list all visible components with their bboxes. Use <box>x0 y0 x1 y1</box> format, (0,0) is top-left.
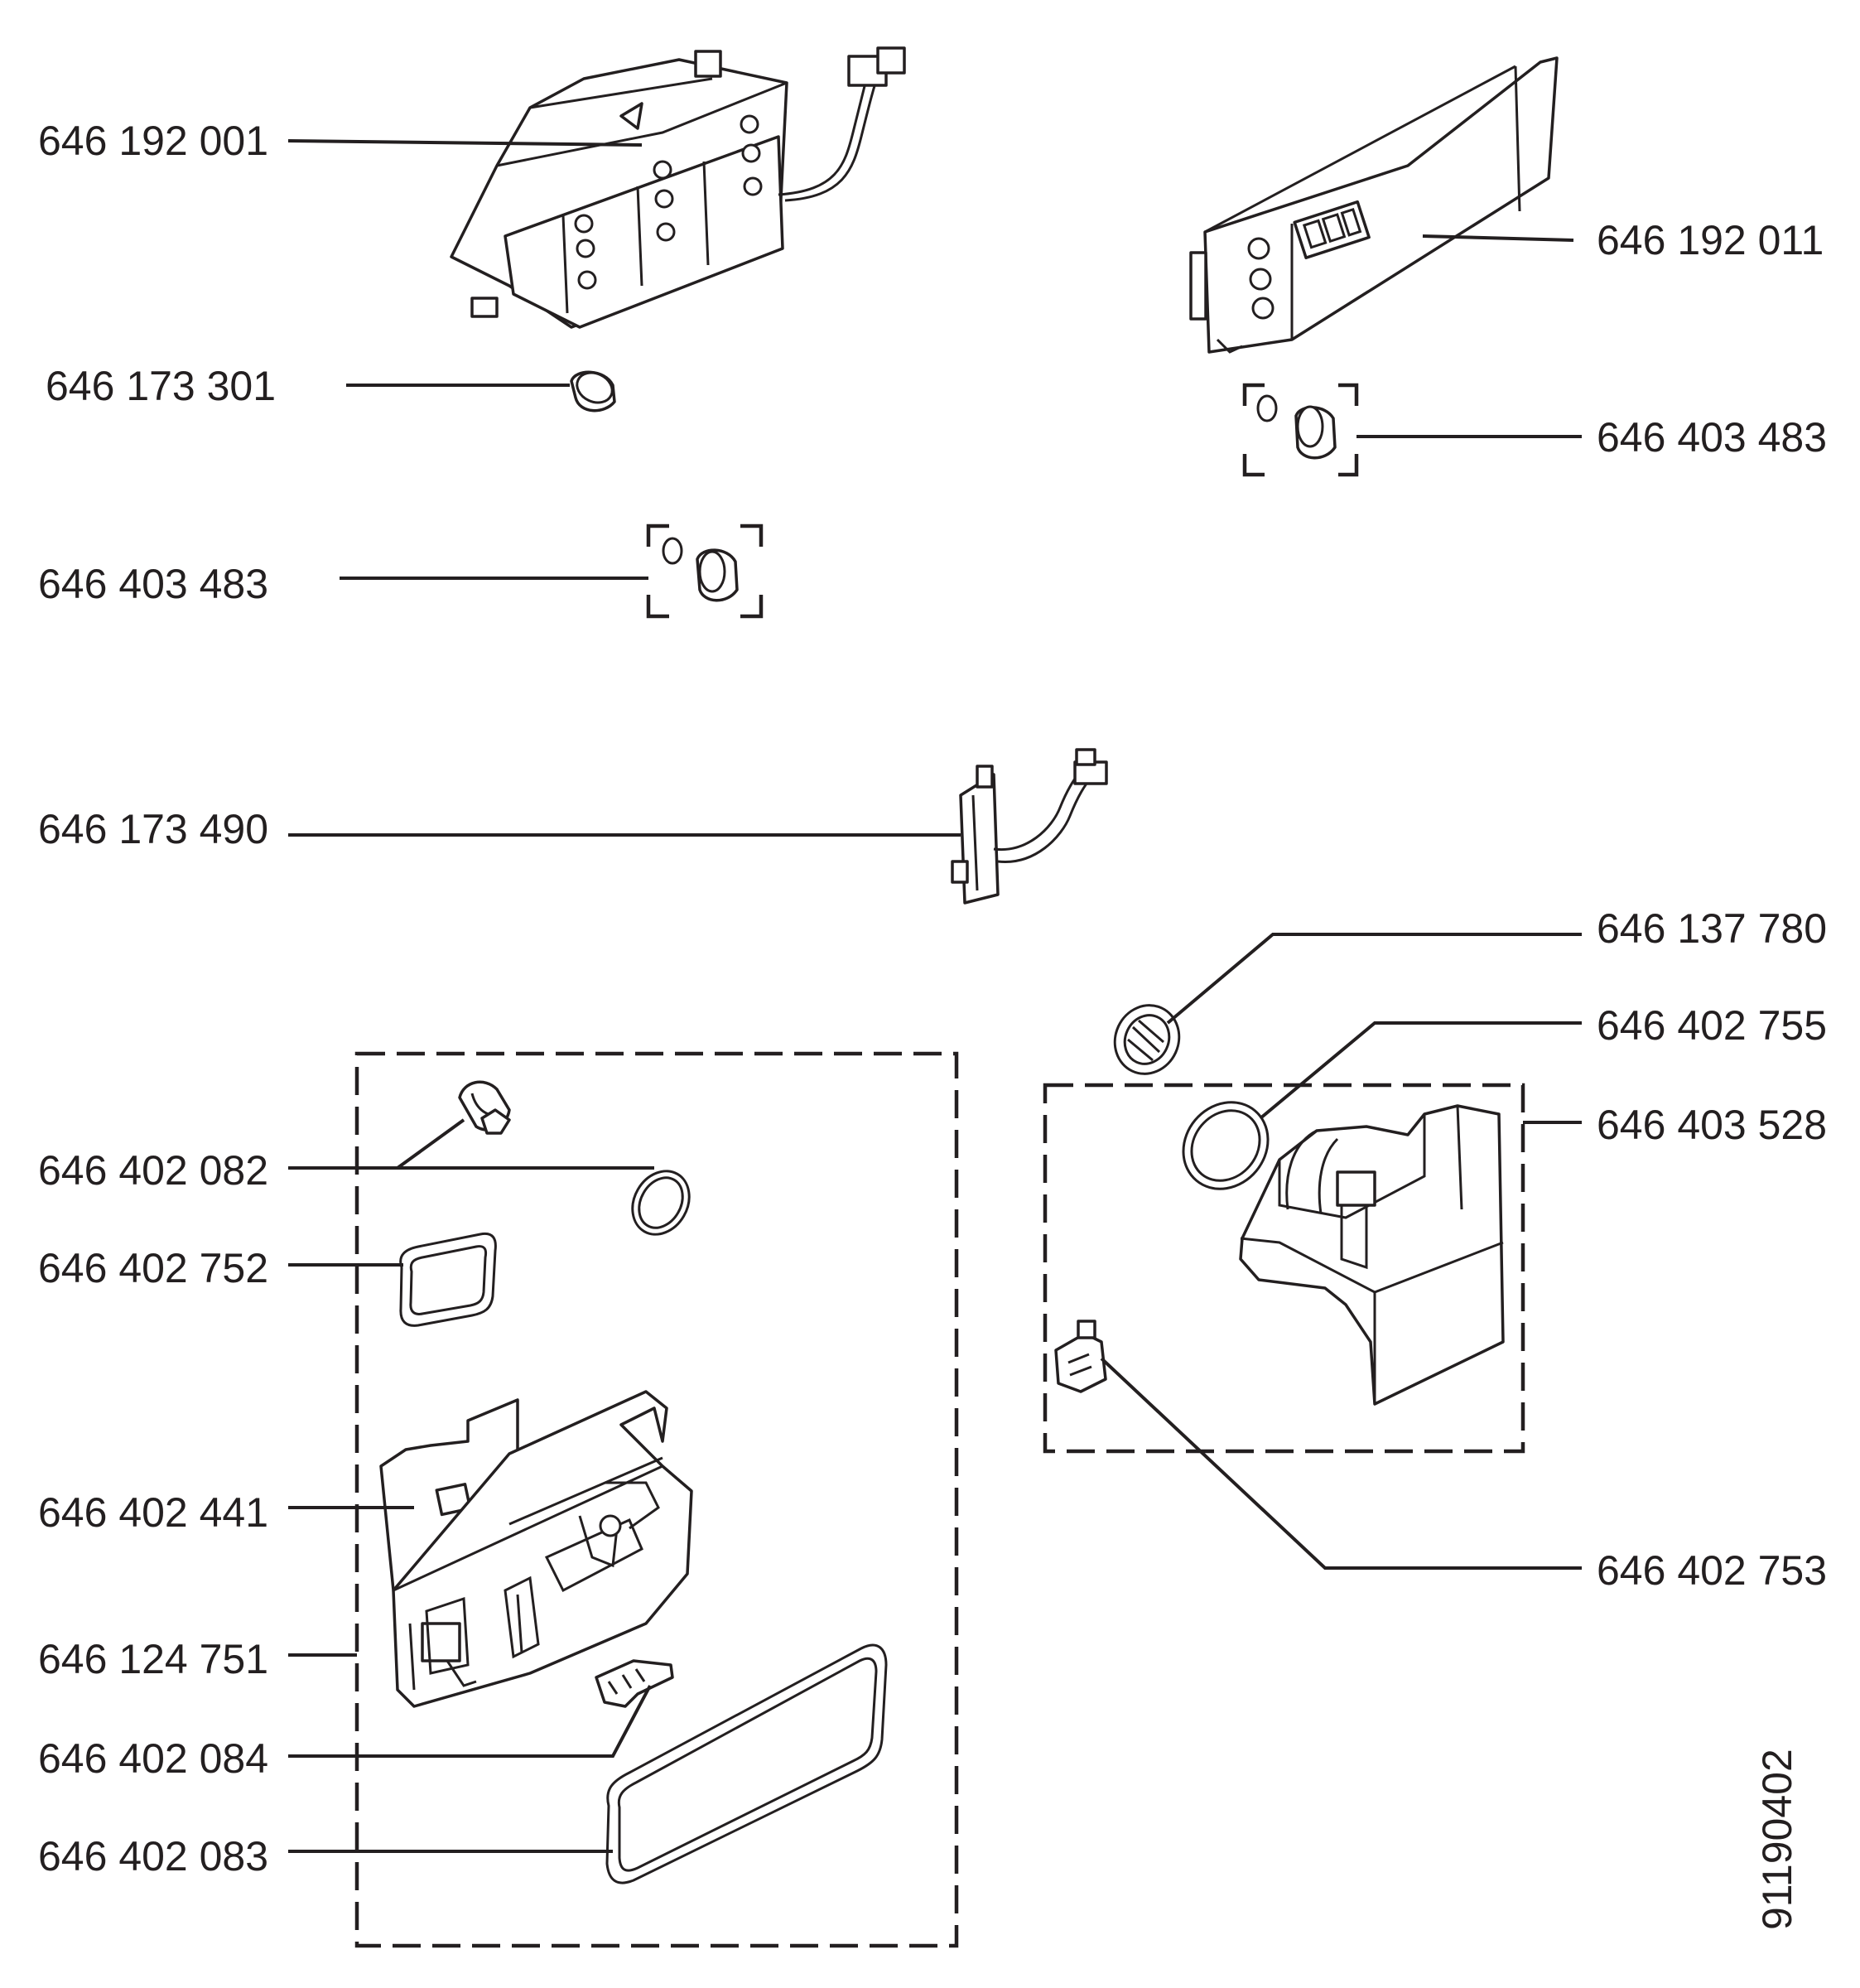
part-large-gasket <box>605 1643 888 1884</box>
label-646403483-right: 646 403 483 <box>1597 414 1827 461</box>
part-control-panel <box>1189 56 1559 354</box>
label-646192011: 646 192 011 <box>1597 217 1824 263</box>
part-knob-set-right <box>1242 383 1359 477</box>
label-646403483-left: 646 403 483 <box>38 561 268 607</box>
part-small-connector <box>1054 1320 1107 1393</box>
part-knob-set-left <box>646 524 764 619</box>
leader-646192011 <box>1422 234 1574 242</box>
label-646402753: 646 402 753 <box>1597 1547 1827 1594</box>
label-646402441: 646 402 441 <box>38 1489 268 1536</box>
part-door-lock-assembly <box>379 1390 693 1708</box>
part-disc <box>1113 1004 1181 1075</box>
label-646173301: 646 173 301 <box>46 363 276 409</box>
leader-646192001 <box>287 139 643 147</box>
label-646403528: 646 403 528 <box>1597 1102 1827 1148</box>
group-box-dispenser <box>1043 1083 1525 1454</box>
label-646402083: 646 402 083 <box>38 1833 268 1879</box>
leader-646137780 <box>1166 933 1582 1025</box>
part-small-o-ring <box>631 1170 691 1236</box>
label-646137780: 646 137 780 <box>1597 905 1827 952</box>
part-switch-with-cable <box>951 748 1108 905</box>
part-cap <box>570 370 616 413</box>
label-646402752: 646 402 752 <box>38 1245 268 1291</box>
label-646124751: 646 124 751 <box>38 1636 268 1682</box>
part-large-o-ring <box>1182 1101 1270 1190</box>
leader-646402082-branch <box>396 1118 465 1170</box>
label-646402755: 646 402 755 <box>1597 1002 1827 1049</box>
part-housing <box>1239 1104 1505 1406</box>
group-box-door-lock <box>354 1051 959 1948</box>
part-latch <box>595 1659 674 1708</box>
part-rect-gasket <box>399 1232 497 1327</box>
leader-646402753 <box>1100 1357 1582 1570</box>
leader-646402084 <box>288 1685 652 1758</box>
part-valve-fitting <box>458 1080 511 1135</box>
label-646173490: 646 173 490 <box>38 806 268 852</box>
label-646402084: 646 402 084 <box>38 1735 268 1782</box>
label-646402082: 646 402 082 <box>38 1147 268 1194</box>
drawing-number: 91190402 <box>1754 1749 1800 1930</box>
label-646192001: 646 192 001 <box>38 118 268 164</box>
part-control-module <box>450 46 906 329</box>
leader-lines <box>287 139 1582 1853</box>
leader-646402755 <box>1259 1021 1582 1120</box>
part-labels: 646 192 001 646 192 011 646 173 301 646 … <box>38 118 1827 1879</box>
